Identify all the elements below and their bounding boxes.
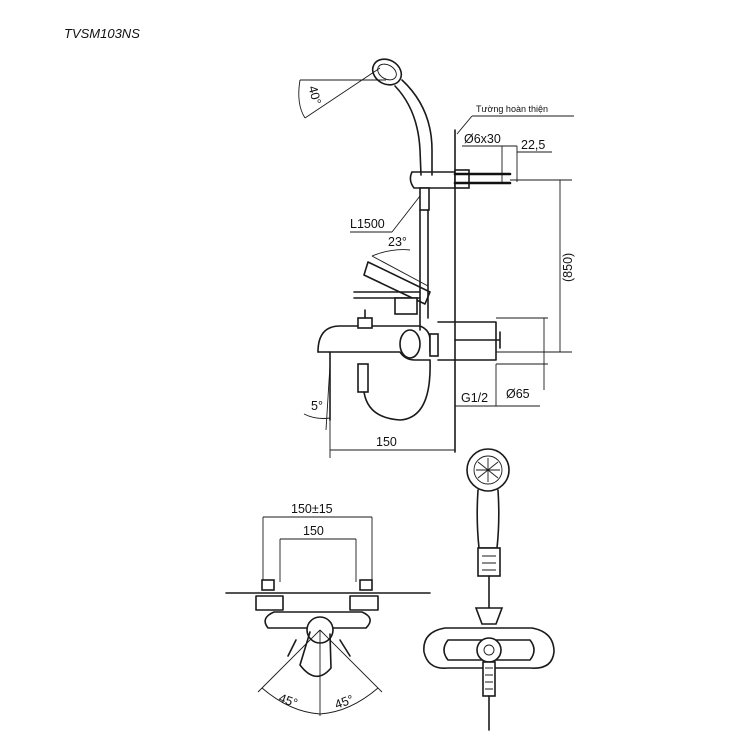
mixer-body-bottom [317, 351, 431, 361]
flange-diameter: Ø65 [506, 387, 530, 401]
diverter-knob [357, 317, 373, 329]
centers: 150 [303, 524, 324, 538]
hole-dimension: Ø6x30 [464, 132, 501, 146]
lever-arm [299, 631, 332, 678]
thread-size: G1/2 [461, 391, 488, 405]
front-hose-fitting [482, 661, 496, 697]
front-spout-inner [483, 644, 495, 656]
right-flange [349, 595, 379, 611]
shower-handle-right [401, 79, 433, 176]
hose-label-arrow [391, 195, 421, 233]
handle-angle-arc [371, 249, 411, 257]
wall-label-arrow [456, 115, 473, 135]
handle-angle-line [371, 255, 429, 287]
hose-loop [363, 359, 431, 421]
top-body [264, 611, 371, 629]
head-angle: 40° [305, 84, 323, 106]
front-shower-handle [476, 489, 500, 549]
top-view: 150±15 150 45° 45° [225, 502, 431, 716]
right-angle-line [319, 629, 383, 693]
spout-angle-line [325, 364, 331, 431]
handle-angle: 23° [388, 235, 407, 249]
body-nut [399, 329, 421, 359]
hose-connector [419, 187, 430, 211]
lever-guides [287, 639, 351, 657]
lever-handle [363, 261, 431, 305]
left-connector [261, 579, 275, 591]
left-flange [255, 595, 284, 611]
shower-handle-left [394, 85, 422, 176]
front-body-inner [443, 639, 535, 661]
shower-head-face [377, 63, 397, 81]
cartridge [394, 297, 418, 315]
left-angle-line [257, 629, 321, 693]
height-dimension: (850) [561, 253, 575, 282]
spout-angle: 5° [311, 399, 323, 413]
wall-connector [429, 333, 439, 357]
side-view: Tường hoàn thiện Ø6x30 22,5 40° L1500 23… [298, 58, 575, 458]
inlet-pipe [454, 331, 501, 349]
hose-inlet-fitting [357, 363, 369, 393]
front-view [423, 448, 555, 731]
front-lever [474, 607, 504, 625]
shower-nozzles [476, 458, 500, 482]
front-holder [477, 547, 501, 577]
front-body [423, 627, 555, 669]
hose-fitting-ribs [485, 667, 493, 690]
centers-tolerance: 150±15 [291, 502, 333, 516]
holder-ribs [482, 555, 496, 571]
spout-projection: 150 [376, 435, 397, 449]
front-shower-inner [473, 455, 503, 485]
head-angle-axis [304, 67, 381, 119]
model-title: TVSM103NS [64, 26, 140, 41]
wall-label: Tường hoàn thiện [476, 104, 548, 114]
spout-angle-arc [303, 413, 331, 419]
shower-holder [409, 171, 456, 189]
flange-body [437, 321, 497, 361]
head-angle-arc [298, 79, 306, 119]
hose-length: L1500 [350, 217, 385, 231]
front-spout [476, 637, 502, 663]
left-angle: 45° [277, 691, 300, 711]
right-angle: 45° [333, 692, 356, 712]
angle-arc [261, 687, 379, 715]
offset-dimension: 22,5 [521, 138, 545, 152]
right-connector [359, 579, 373, 591]
